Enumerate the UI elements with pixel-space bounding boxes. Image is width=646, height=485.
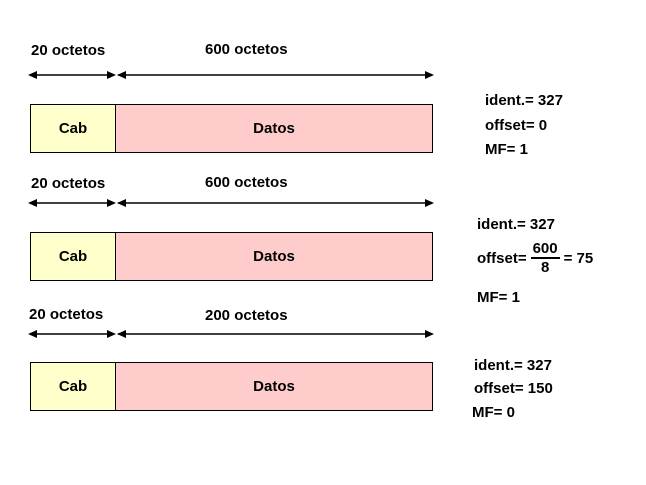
data-size-label: 600 octetos <box>205 41 288 58</box>
datagram-fragment: Cab Datos <box>30 104 433 153</box>
header-cell: Cab <box>31 105 116 152</box>
datagram-fragment: Cab Datos <box>30 232 433 281</box>
data-cell: Datos <box>116 105 432 152</box>
fraction-numerator: 600 <box>530 240 560 259</box>
data-size-label: 200 octetos <box>205 307 288 324</box>
header-cell: Cab <box>31 363 116 410</box>
ident-field: ident.= 327 <box>474 357 552 374</box>
header-size-label: 20 octetos <box>29 306 104 323</box>
offset-prefix: offset= <box>477 249 527 267</box>
size-dimension-arrows <box>28 71 434 79</box>
offset-result: = 75 <box>563 249 594 267</box>
size-dimension-arrows <box>28 199 434 207</box>
data-cell: Datos <box>116 233 432 280</box>
ident-field: ident.= 327 <box>477 216 555 233</box>
header-cell: Cab <box>31 233 116 280</box>
header-size-label: 20 octetos <box>31 42 106 59</box>
ident-field: ident.= 327 <box>485 92 563 109</box>
fraction-denominator: 8 <box>540 259 550 276</box>
offset-field: offset= 150 <box>474 380 553 397</box>
mf-flag: MF= 1 <box>485 141 528 158</box>
data-size-label: 600 octetos <box>205 174 288 191</box>
offset-field: offset= 0 <box>485 117 548 134</box>
header-size-label: 20 octetos <box>31 175 106 192</box>
size-dimension-arrows <box>28 330 434 338</box>
mf-flag: MF= 0 <box>472 404 515 421</box>
mf-flag: MF= 1 <box>477 289 520 306</box>
data-cell: Datos <box>116 363 432 410</box>
datagram-fragment: Cab Datos <box>30 362 433 411</box>
